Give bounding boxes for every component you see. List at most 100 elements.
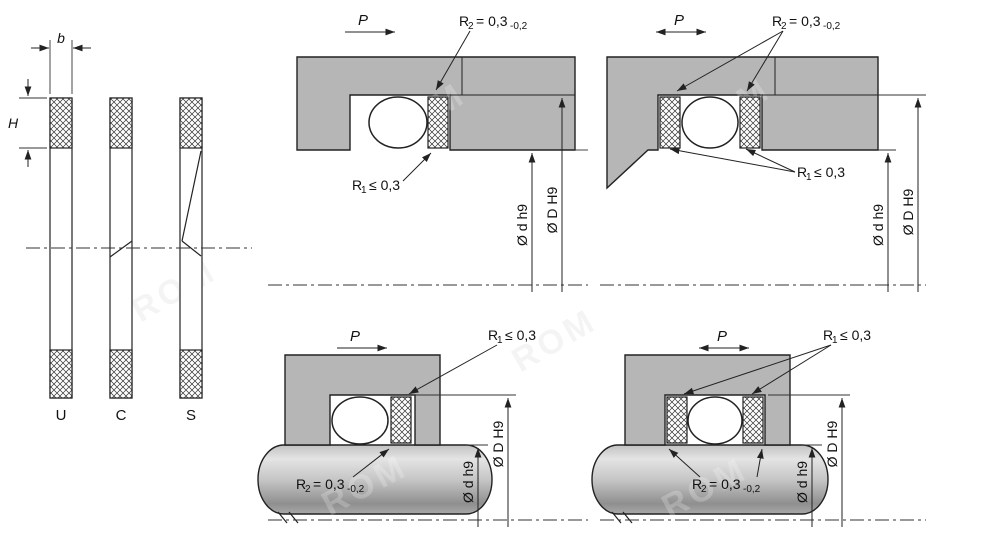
dim-label-bore: Ø D H9 (824, 420, 840, 467)
r2-annotation: R 2 = 0,3 -0,2 (296, 476, 365, 495)
height-label: H (8, 115, 19, 131)
r1-leader-left (683, 344, 832, 395)
r1-base: R (352, 177, 362, 193)
dim-label-bore: Ø D H9 (544, 186, 560, 233)
diagram-rod-seal-double-acting: ROM Ø d h9 Ø D H9 P R 2 = 0,3 -0,2 R 1 ≤… (600, 12, 926, 292)
dim-label-rod: Ø d h9 (870, 204, 886, 246)
r1-value: ≤ 0,3 (814, 164, 845, 180)
r1-leader (402, 152, 432, 182)
ring-hatch-bottom (49, 349, 73, 399)
r2-base: R (772, 13, 782, 29)
width-label: b (57, 30, 65, 46)
r2-subscript: 2 (468, 21, 474, 32)
r2-leader-left (676, 30, 784, 92)
r2-tolerance: -0,2 (510, 21, 528, 32)
ring-cut-line (109, 240, 133, 258)
ring-section-c: C (109, 97, 133, 424)
backup-ring (390, 396, 412, 444)
r1-base: R (797, 164, 807, 180)
ring-section-s: S (179, 97, 203, 424)
ring-cross-sections: U C S b H (8, 30, 252, 424)
height-dimension: H (8, 79, 47, 167)
r2-leader-left (668, 448, 701, 478)
backup-ring-left (659, 96, 681, 149)
pressure-label: P (350, 328, 360, 345)
ring-type-label: S (186, 407, 196, 424)
dim-label-rod: Ø d h9 (514, 204, 530, 246)
diagram-piston-seal-double-acting: ROM Ø d h9 Ø D H9 P R 1 ≤ 0,3 R 2 = 0,3 … (591, 327, 926, 527)
r2-leader (352, 448, 390, 478)
r1-annotation: R 1 ≤ 0,3 (352, 177, 400, 196)
r2-subscript: 2 (305, 484, 311, 495)
support-tick (622, 511, 633, 524)
r2-value: = 0,3 (709, 476, 741, 492)
r2-base: R (459, 13, 469, 29)
r1-annotation: R 1 ≤ 0,3 (797, 164, 845, 183)
r1-subscript: 1 (361, 185, 367, 196)
backup-ring-right (742, 396, 764, 444)
ring-hatch-top (109, 97, 133, 149)
r2-value: = 0,3 (313, 476, 345, 492)
r1-annotation: R 1 ≤ 0,3 (488, 327, 536, 346)
support-tick (277, 511, 288, 524)
backup-ring (427, 96, 449, 149)
r2-value: = 0,3 (789, 13, 821, 29)
watermark-text: ROM (125, 251, 223, 330)
dim-label-bore: Ø D H9 (900, 188, 916, 235)
r1-value: ≤ 0,3 (840, 327, 871, 343)
r1-annotation: R 1 ≤ 0,3 (823, 327, 871, 346)
diagram-piston-seal-single-acting: ROM Ø d h9 Ø D H9 P R 1 ≤ 0,3 R 2 = 0,3 … (257, 327, 588, 527)
r2-subscript: 2 (781, 21, 787, 32)
ring-type-label: C (116, 407, 127, 424)
diagram-rod-seal-single-acting: ROM Ø d h9 Ø D H9 P R 2 = 0,3 -0,2 R 1 ≤… (268, 12, 588, 292)
r2-value: = 0,3 (476, 13, 508, 29)
ring-hatch-bottom (109, 349, 133, 399)
o-ring (687, 396, 743, 445)
pressure-label: P (358, 12, 368, 29)
housing (624, 354, 791, 446)
r1-subscript: 1 (806, 172, 812, 183)
ring-type-label: U (56, 407, 67, 424)
r1-subscript: 1 (832, 335, 838, 346)
width-dimension: b (31, 30, 91, 94)
shaft (591, 444, 829, 515)
r1-leader-right (751, 344, 832, 395)
dim-label-bore: Ø D H9 (490, 420, 506, 467)
ring-spiral-cut-line (181, 150, 202, 242)
o-ring (681, 96, 739, 149)
r1-value: ≤ 0,3 (369, 177, 400, 193)
r2-base: R (692, 476, 702, 492)
r1-base: R (823, 327, 833, 343)
r2-annotation: R 2 = 0,3 -0,2 (692, 476, 761, 495)
r1-leader (408, 344, 498, 395)
ring-hatch-bottom (179, 349, 203, 399)
shaft (257, 444, 493, 515)
dim-label-rod: Ø d h9 (794, 461, 810, 503)
r2-base: R (296, 476, 306, 492)
r1-leader-right (745, 148, 796, 173)
r2-leader (435, 30, 471, 91)
ring-hatch-top (179, 97, 203, 149)
ring-section-u: U (49, 97, 73, 424)
r1-base: R (488, 327, 498, 343)
housing (606, 56, 879, 190)
support-tick (611, 511, 622, 524)
support-tick (288, 511, 299, 524)
r2-subscript: 2 (701, 484, 707, 495)
ring-hatch-top (49, 97, 73, 149)
r2-annotation: R 2 = 0,3 -0,2 (459, 13, 528, 32)
r2-leader-right (746, 30, 784, 92)
r1-subscript: 1 (497, 335, 503, 346)
o-ring (331, 396, 389, 445)
backup-ring-left (666, 396, 688, 444)
r2-tolerance: -0,2 (347, 484, 365, 495)
o-ring (368, 96, 428, 149)
backup-ring-right (739, 96, 761, 149)
ring-spiral-cut-return (181, 240, 202, 257)
pressure-label: P (674, 12, 684, 29)
r1-leader-left (669, 147, 796, 173)
r2-tolerance: -0,2 (743, 484, 761, 495)
r2-annotation: R 2 = 0,3 -0,2 (772, 13, 841, 32)
